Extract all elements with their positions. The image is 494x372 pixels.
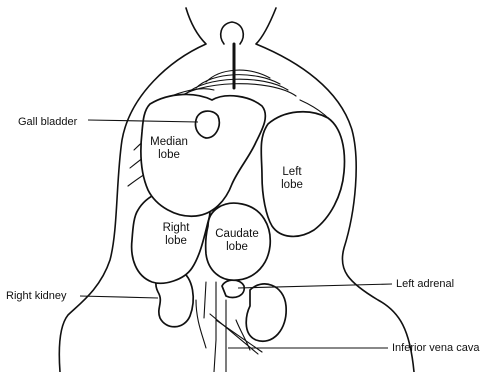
median-lobe-label: Median lobe <box>150 136 188 162</box>
inferior-vena-cava-label: Inferior vena cava <box>392 342 479 354</box>
left-adrenal-shape <box>222 280 244 298</box>
left-kidney-shape <box>246 284 286 341</box>
right-kidney-leader <box>80 296 158 298</box>
right-lobe-label: Right lobe <box>158 222 194 248</box>
caudate-lobe-label: Caudate lobe <box>210 228 264 254</box>
gall-bladder-shape <box>195 111 219 138</box>
gall-bladder-label: Gall bladder <box>18 116 77 128</box>
vessel <box>204 282 206 318</box>
xiphoid <box>221 22 244 44</box>
vessel <box>214 282 216 372</box>
left-adrenal-label: Left adrenal <box>396 278 454 290</box>
left-lobe-label: Left lobe <box>274 166 310 192</box>
right-kidney-label: Right kidney <box>6 290 67 302</box>
